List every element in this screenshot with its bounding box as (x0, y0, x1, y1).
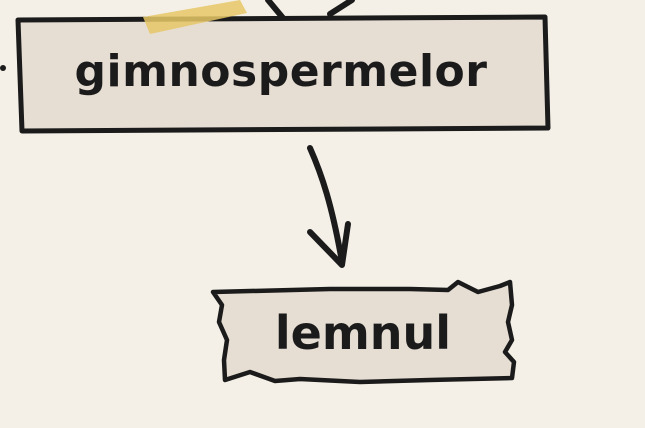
arrow-top-to-bottom (307, 145, 351, 268)
incoming-connector-stroke (327, 0, 355, 17)
edge-dot (0, 65, 6, 71)
node-label-top: gimnospermelor (74, 46, 488, 97)
tape-decoration (143, 0, 247, 34)
node-box-bottom (210, 279, 517, 385)
node-box-top (15, 14, 551, 134)
incoming-connector-stroke (265, 0, 286, 21)
node-label-bottom: lemnul (274, 306, 452, 360)
